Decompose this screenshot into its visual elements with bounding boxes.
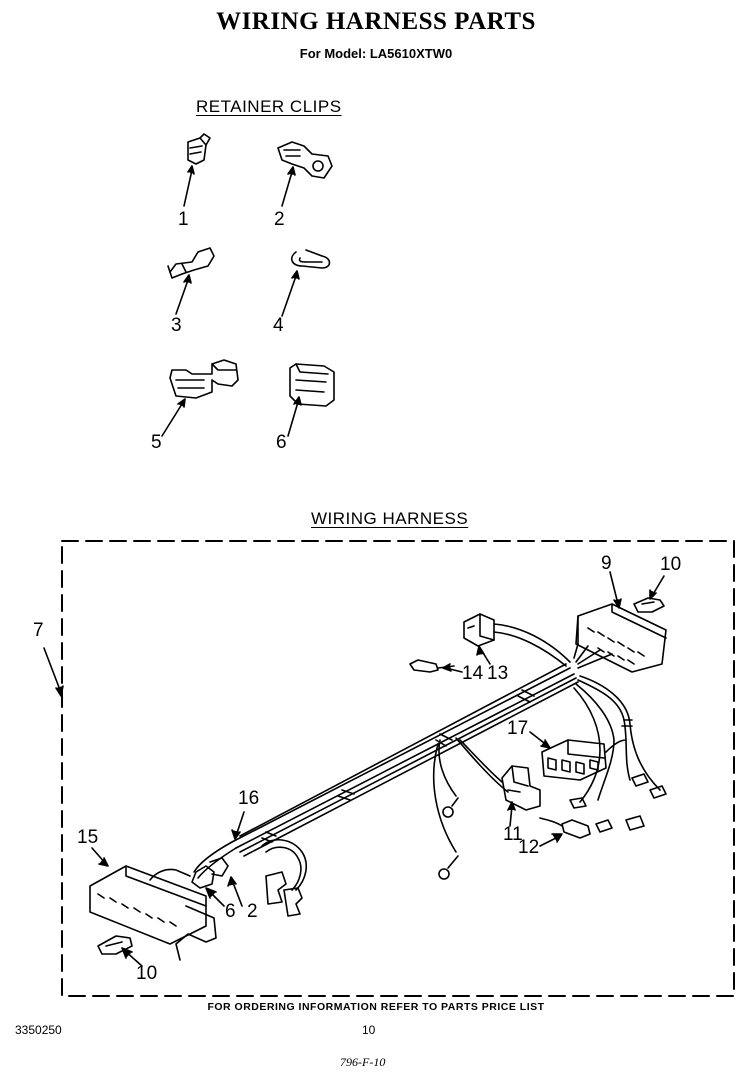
leader-arrow-5: [161, 403, 183, 437]
lower-loop-wires: [261, 839, 308, 917]
callout-4: 4: [273, 315, 284, 336]
connector-17-drawing: [541, 739, 627, 781]
retainer-clip-5-drawing: [169, 359, 239, 399]
terminal-10-bottom-drawing: [97, 935, 133, 955]
harness-frame: [61, 540, 735, 997]
callout-13: 13: [487, 663, 509, 684]
callout-1: 1: [178, 209, 189, 230]
callout-2-lower: 2: [247, 901, 258, 922]
leader-arrow-9: [609, 571, 619, 605]
callout-3: 3: [171, 315, 182, 336]
page-title: WIRING HARNESS PARTS: [216, 8, 536, 35]
callout-10-bottom: 10: [136, 963, 158, 984]
callout-2: 2: [274, 209, 285, 230]
terminals-right-group: [569, 773, 667, 833]
connector-13-drawing: [463, 613, 571, 667]
callout-17: 17: [507, 718, 529, 739]
callout-12: 12: [518, 837, 540, 858]
ordering-note: FOR ORDERING INFORMATION REFER TO PARTS …: [207, 1001, 545, 1013]
model-subtitle: For Model: LA5610XTW0: [299, 46, 453, 61]
branch-wires-right: [573, 675, 661, 803]
connector-15-drawing: [89, 865, 217, 961]
document-number: 3350250: [15, 1023, 62, 1037]
leader-arrow-7: [43, 647, 61, 691]
leader-arrow-1: [183, 169, 193, 207]
leader-arrow-6: [287, 401, 299, 437]
leader-arrow-4: [281, 275, 297, 317]
callout-11: 11: [503, 824, 523, 845]
ring-terminals: [432, 739, 459, 880]
connector-9-drawing: [573, 603, 667, 673]
retainer-clip-1-drawing: [187, 133, 211, 165]
callout-14: 14: [462, 663, 484, 684]
harness-clip-6-and-2: [191, 857, 229, 889]
leader-arrow-3: [175, 279, 189, 315]
retainer-clip-4-drawing: [290, 249, 331, 269]
callout-7: 7: [33, 620, 44, 641]
harness-main-bundle: [231, 663, 579, 857]
callout-16: 16: [238, 788, 260, 809]
terminal-12-drawing: [539, 817, 591, 839]
terminal-10-top-drawing: [633, 597, 665, 613]
callout-6: 6: [276, 432, 287, 453]
callout-9: 9: [601, 553, 612, 574]
callout-15: 15: [77, 827, 99, 848]
retainer-clip-3-drawing: [167, 247, 215, 279]
retainer-clips-heading: RETAINER CLIPS: [196, 97, 342, 116]
connector-11-drawing: [455, 737, 541, 811]
handwritten-note: 796-F-10: [340, 1055, 386, 1069]
callout-10-top: 10: [660, 554, 682, 575]
page-number: 10: [362, 1023, 376, 1037]
callout-5: 5: [151, 432, 162, 453]
retainer-clip-6-drawing: [289, 363, 335, 407]
wiring-harness-heading: WIRING HARNESS: [311, 509, 469, 528]
leader-arrow-2: [281, 171, 293, 207]
callout-6-lower: 6: [225, 901, 236, 922]
retainer-clip-2-drawing: [277, 141, 333, 179]
